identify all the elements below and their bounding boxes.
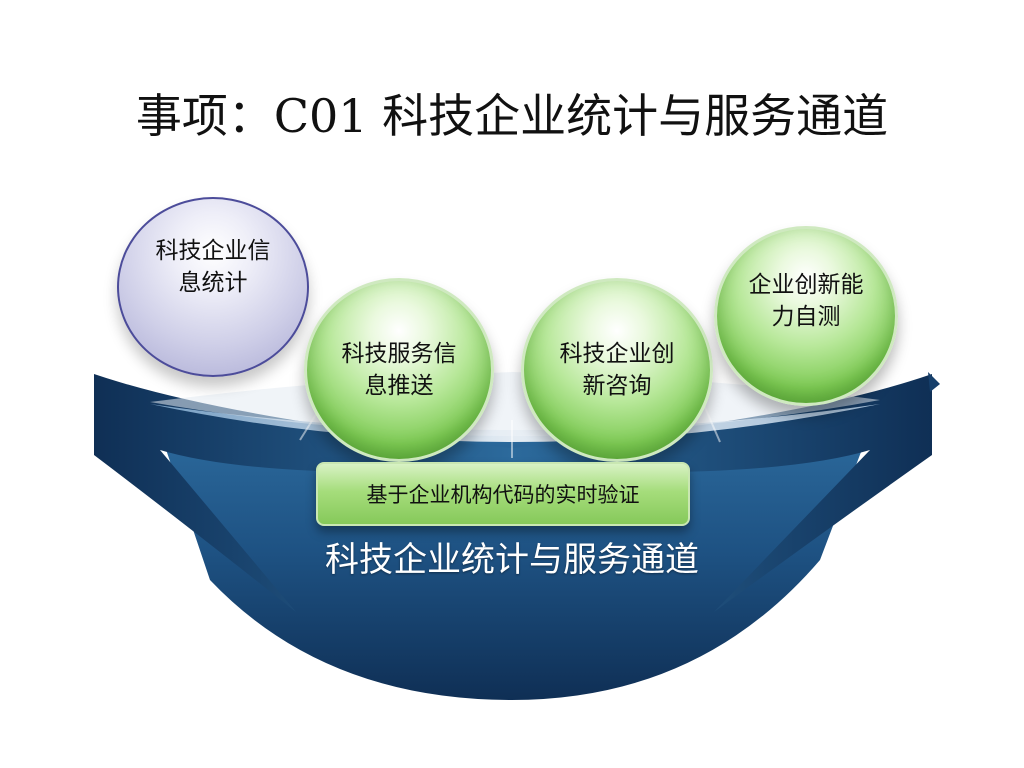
slide-title: 事项：C01 科技企业统计与服务通道 xyxy=(135,89,889,143)
bowl-left-wing xyxy=(94,374,512,612)
ball-innovation-self-test-label: 企业创新能力自测 xyxy=(748,272,864,330)
ball-service-info-push-label: 科技服务信息推送 xyxy=(341,341,457,399)
ball-innovation-consulting-label: 科技企业创新咨询 xyxy=(559,341,675,399)
realtime-verification-label: 基于企业机构代码的实时验证 xyxy=(366,483,640,507)
realtime-verification-bar: 基于企业机构代码的实时验证 xyxy=(316,462,690,526)
bowl-right-tip xyxy=(928,372,940,392)
ball-innovation-consulting: 科技企业创新咨询 xyxy=(521,278,713,462)
ball-enterprise-statistics: 科技企业信息统计 xyxy=(117,197,309,377)
ball-service-info-push: 科技服务信息推送 xyxy=(304,278,494,462)
bowl-right-wing xyxy=(512,374,932,612)
ball-enterprise-statistics-label: 科技企业信息统计 xyxy=(155,238,271,296)
channel-label: 科技企业统计与服务通道 xyxy=(325,540,699,580)
ball-innovation-self-test: 企业创新能力自测 xyxy=(714,226,898,406)
